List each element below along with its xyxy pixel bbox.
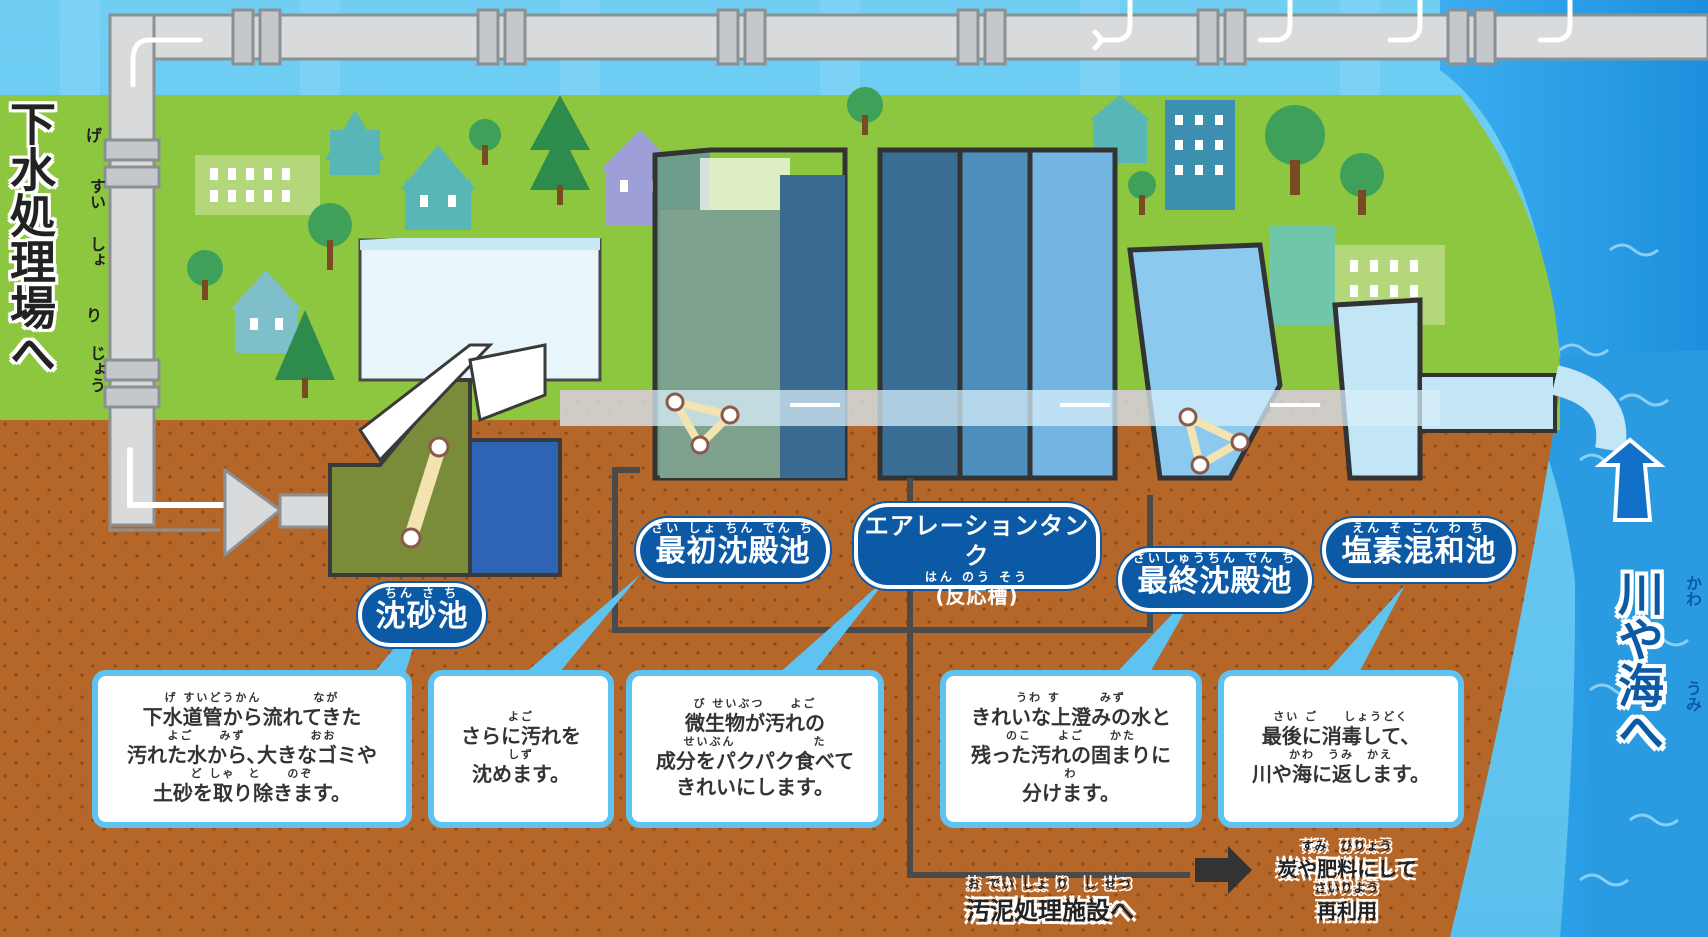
desc-grit-line-3: 土砂を取り除きます。 [153, 781, 351, 805]
desc-final-settling: うわ す みず きれいな上澄みの水と のこ よご かた 残った汚れの固まりに わ… [940, 670, 1202, 828]
sewer-pipe [103, 0, 1708, 559]
label-primary-settling: さい しょ ちん でん ち 最初沈殿池 [636, 518, 830, 582]
desc-final-ruby-3: わ [1064, 767, 1078, 780]
desc-chlorine-mixing: さい ご しょうどく 最後に消毒して、 かわ うみ かえ 川や海に返します。 [1218, 670, 1464, 828]
label-aeration-tank-text: エアレーションタンク [864, 512, 1090, 570]
desc-grit-ruby-1: げ すいどうかん なが [164, 691, 340, 704]
desc-grit-ruby-2: よご みず おお [167, 729, 337, 742]
right-title-ruby-umi: うみ [1683, 680, 1702, 712]
desc-final-line-2: 残った汚れの固まりに [971, 743, 1171, 767]
reuse-note: すみ ひりょう 炭や肥料にして さいりよう 再利用 [1262, 840, 1432, 924]
reuse-note-line-2: 再利用 [1317, 899, 1377, 923]
label-primary-settling-text: 最初沈殿池 [655, 534, 811, 569]
desc-final-line-1: きれいな上澄みの水と [971, 705, 1171, 729]
desc-grit-ruby-3: ど しゃ と のぞ [190, 767, 314, 780]
label-final-settling: さいしゅうちん でん ち 最終沈殿池 [1118, 548, 1312, 612]
left-title-ruby-1: げ [86, 126, 103, 145]
desc-primary-line-2: 沈めます。 [472, 762, 570, 786]
desc-final-ruby-1: うわ す みず [1016, 691, 1126, 704]
desc-primary-ruby-2: しず [508, 748, 534, 761]
right-title-ruby-kawa: かわ [1683, 575, 1702, 607]
background-town [187, 87, 1445, 398]
label-aeration-tank-sub-ruby: はん のう そう [924, 570, 1030, 584]
desc-chlorine-ruby-1: さい ご しょうどく [1273, 710, 1409, 723]
desc-final-ruby-2: のこ よご かた [1006, 729, 1136, 742]
reuse-note-line-1: 炭や肥料にして [1277, 857, 1417, 881]
left-title-text: 下水処理場へ [3, 100, 57, 376]
desc-aeration-line-3: きれいにします。 [676, 775, 834, 799]
desc-aeration-tank: び せいぶつ よご 微生物が汚れの せいぶん た 成分をパクパク食べて きれいに… [626, 670, 884, 828]
desc-aeration-line-1: 微生物が汚れの [685, 711, 825, 735]
label-aeration-tank: エアレーションタンク はん のう そう (反応槽) [854, 503, 1100, 608]
desc-aeration-line-2: 成分をパクパク食べて [655, 749, 855, 773]
left-title-ruby-3: しょ [87, 236, 106, 268]
label-grit-chamber-ruby: ちん さ ち [384, 586, 460, 600]
label-chlorine-mixing-ruby: えん そ こん わ ち [1352, 521, 1486, 535]
sludge-destination-text: 汚泥処理施設へ [966, 897, 1134, 925]
desc-grit-chamber: げ すいどうかん なが 下水道管から流れてきた よご みず おお 汚れた水から､… [92, 670, 412, 828]
left-title-ruby-4: り [86, 306, 103, 325]
reuse-note-ruby-1: すみ ひりょう [1301, 839, 1393, 853]
left-title-ruby-2: すい [87, 178, 106, 210]
sludge-destination-ruby: お でい しょ り し せつ [967, 877, 1133, 891]
desc-aeration-ruby-1: び せいぶつ よご [693, 697, 817, 710]
reuse-note-ruby-2: さいりよう [1314, 881, 1380, 895]
desc-primary-line-1: さらに汚れを [461, 724, 581, 748]
desc-grit-line-1: 下水道管から流れてきた [142, 705, 362, 729]
sludge-destination: お でい しょ り し せつ 汚泥処理施設へ [930, 878, 1170, 926]
left-title-ruby-5: じょう [87, 345, 106, 393]
desc-chlorine-line-1: 最後に消毒して、 [1261, 724, 1421, 748]
label-grit-chamber: ちん さ ち 沈砂池 [358, 583, 486, 647]
grit-chamber [328, 238, 602, 577]
right-title-text: 川や海へ [1611, 570, 1665, 754]
desc-final-line-3: 分けます。 [1022, 781, 1120, 805]
desc-primary-settling: よご さらに汚れを しず 沈めます。 [428, 670, 614, 828]
desc-grit-line-2: 汚れた水から､大きなゴミや [127, 743, 377, 767]
label-chlorine-mixing: えん そ こん わ ち 塩素混和池 [1322, 518, 1516, 582]
sludge-arrow [1195, 846, 1252, 894]
label-final-settling-ruby: さいしゅうちん でん ち [1132, 551, 1298, 565]
label-grit-chamber-text: 沈砂池 [375, 599, 469, 634]
left-title: 下水処理場へ [3, 100, 64, 376]
desc-chlorine-ruby-2: かわ うみ かえ [1289, 748, 1393, 761]
label-chlorine-mixing-text: 塩素混和池 [1341, 534, 1497, 569]
right-title: 川や海へ [1611, 570, 1672, 754]
label-aeration-tank-sub: (反応槽) [935, 584, 1019, 608]
treatment-tanks [560, 147, 1666, 522]
desc-chlorine-line-2: 川や海に返します。 [1252, 762, 1430, 786]
label-final-settling-text: 最終沈殿池 [1137, 564, 1293, 599]
desc-aeration-ruby-2: せいぶん た [683, 735, 827, 748]
label-primary-settling-ruby: さい しょ ちん でん ち [651, 521, 815, 535]
desc-primary-ruby-1: よご [508, 710, 534, 723]
